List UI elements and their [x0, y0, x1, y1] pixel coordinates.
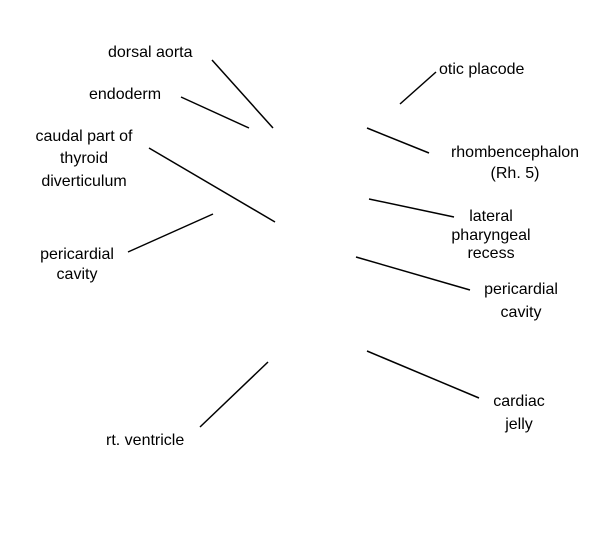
leader-line-cardiac-jelly: [366, 350, 480, 399]
leader-line-lateral-pharyngeal: [368, 198, 455, 218]
label-rhombencephalon-line-1: rhombencephalon: [451, 144, 579, 161]
label-rt-ventricle: rt. ventricle: [106, 361, 269, 449]
leader-line-pericardial-right: [355, 256, 471, 291]
label-lateral-pharyngeal-line-1: lateral: [469, 208, 513, 225]
leader-line-rt-ventricle: [199, 361, 269, 428]
label-pericardial-left-line-1: pericardial: [40, 246, 114, 263]
label-lateral-pharyngeal-line-2: pharyngeal: [451, 227, 530, 244]
leader-line-pericardial-left: [127, 213, 214, 253]
label-caudal-thyroid-line-1: caudal part of: [36, 128, 134, 145]
label-caudal-thyroid-line-2: thyroid: [60, 150, 108, 167]
label-caudal-thyroid-diverticulum: caudal part of thyroid diverticulum: [36, 128, 276, 223]
label-pericardial-right-line-2: cavity: [501, 304, 542, 321]
label-rt-ventricle-line-1: rt. ventricle: [106, 432, 184, 449]
label-cardiac-jelly-line-2: jelly: [504, 416, 533, 433]
label-rhombencephalon: rhombencephalon (Rh. 5): [366, 127, 579, 182]
label-endoderm-line-1: endoderm: [89, 86, 161, 103]
label-pericardial-right-line-1: pericardial: [484, 281, 558, 298]
leader-line-otic-placode: [399, 71, 437, 105]
label-caudal-thyroid-line-3: diverticulum: [41, 173, 126, 190]
label-endoderm: endoderm: [89, 86, 250, 129]
leader-line-endoderm: [180, 96, 250, 129]
leader-line-caudal-thyroid: [148, 147, 276, 223]
label-pericardial-left-line-2: cavity: [57, 266, 98, 283]
leader-line-dorsal-aorta: [211, 59, 274, 129]
label-rhombencephalon-line-2: (Rh. 5): [491, 165, 540, 182]
label-dorsal-aorta: dorsal aorta: [108, 44, 274, 129]
label-pericardial-cavity-right: pericardial cavity: [355, 256, 558, 321]
label-dorsal-aorta-line-1: dorsal aorta: [108, 44, 193, 61]
label-pericardial-cavity-left: pericardial cavity: [40, 213, 214, 283]
label-lateral-pharyngeal-recess: lateral pharyngeal recess: [368, 198, 531, 262]
label-cardiac-jelly-line-1: cardiac: [493, 393, 545, 410]
label-cardiac-jelly: cardiac jelly: [366, 350, 545, 433]
leader-line-rhombencephalon: [366, 127, 430, 154]
label-otic-placode: otic placode: [399, 61, 524, 105]
label-lateral-pharyngeal-line-3: recess: [467, 245, 514, 262]
label-otic-placode-line-1: otic placode: [439, 61, 524, 78]
